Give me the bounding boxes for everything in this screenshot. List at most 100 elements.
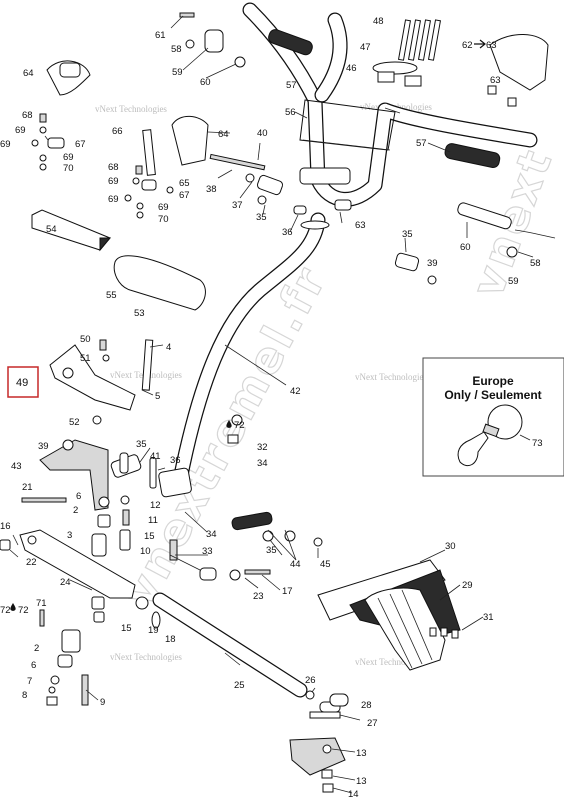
part-label: 13 [356,748,367,759]
part-label: 11 [148,515,158,526]
part-label: 27 [367,718,378,729]
part-label: 60 [200,77,211,88]
part-label: 35 [402,229,413,240]
part-label: 5 [155,391,160,402]
part-label: 68 [22,110,33,121]
part-label: 65 [179,178,190,189]
part-label: 51 [80,353,91,364]
part-label: 35 [256,212,267,223]
part-label: 66 [112,126,123,137]
part-label: 38 [206,184,217,195]
steering-column [172,212,326,488]
part-label: 63 [355,220,366,231]
arrow-reference: 62 63 [462,39,497,51]
part-label: 15 [144,531,155,542]
part-label: 31 [483,612,494,623]
part-label: 71 [36,598,47,609]
part-label: 58 [530,258,541,269]
part-label: 69 [158,202,169,213]
part-label: 54 [46,224,57,235]
part-label: 10 [140,546,151,557]
part-label: 14 [348,789,359,800]
part-label: 2 [73,505,78,516]
part-label: 59 [508,276,519,287]
part-label: 35 [136,439,147,450]
inset-title-line1: Europe [472,374,514,388]
part-label: 53 [134,308,145,319]
part-label: 67 [179,190,190,201]
part-label: 7 [27,676,32,687]
part-label: 58 [171,44,182,55]
horn-trumpet-icon [457,431,489,467]
part-label: 17 [282,586,293,597]
part-label: 57 [286,80,297,91]
part-label: 56 [285,107,296,118]
part-label: 19 [148,625,159,636]
part-label: 69 [108,194,119,205]
brand-watermark: vNext Technologies [355,372,427,382]
brackets-clamps [39,167,351,531]
part-label: 64 [23,68,34,79]
part-label: 3 [67,530,72,541]
inset-part-label: 73 [532,438,543,449]
part-label: 43 [11,461,22,472]
callout-highlight-box [7,366,39,398]
part-label: 35 [266,545,277,556]
grease-label: 72 [18,605,29,616]
spindle-bracket [289,737,346,776]
grease-label: 72 [234,420,245,431]
part-label: 64 [218,129,229,140]
part-label: 68 [108,162,119,173]
part-label: 18 [165,634,176,645]
part-label: 41 [150,451,161,462]
arrow-icon [474,39,486,49]
part-label: 34 [206,529,217,540]
part-label: 50 [80,334,91,345]
highlighted-callout: 49 [7,366,39,398]
grease-markers: 72 72 [10,420,245,616]
leader-lines [9,15,534,794]
part-label: 69 [0,139,11,150]
part-label: 55 [106,290,117,301]
part-label: 24 [60,577,71,588]
brand-watermark: vNext Technologies [110,652,182,662]
part-label: 13 [356,776,367,787]
part-label: 40 [257,128,268,139]
part-label: 42 [290,386,301,397]
part-label: 47 [360,42,371,53]
part-label: 22 [26,557,37,568]
part-label: 63 [490,75,501,86]
part-label: 37 [232,200,243,211]
part-label: 46 [346,63,357,74]
part-label: 12 [150,500,161,511]
part-label: 32 [257,442,268,453]
europe-inset: Europe Only / Seulement 73 [422,357,564,477]
part-label: 33 [202,546,213,557]
part-label: 16 [0,521,11,532]
part-label: 36 [282,227,293,238]
tie-rod [152,592,308,698]
part-label: 21 [22,482,33,493]
brand-watermark: vNext Technologies [355,657,427,667]
handlebar [242,2,538,207]
steering-arm [19,529,136,599]
part-label: 8 [22,690,27,701]
handlebar-pad [31,209,206,311]
part-label: 69 [108,176,119,187]
part-label: 72 [0,605,11,616]
part-label: 29 [462,580,473,591]
part-label: 44 [290,559,301,570]
part-label: 67 [75,139,86,150]
callout-label: 49 [16,377,28,389]
part-label: 61 [155,30,166,41]
part-label: 45 [320,559,331,570]
part-label: 52 [69,417,80,428]
part-label: 26 [305,675,316,686]
hardware [0,12,556,793]
grease-drop-icon [10,603,16,611]
part-label: 6 [76,491,81,502]
part-number-labels: 61 58 59 60 57 48 47 46 63 64 68 69 69 6… [0,16,541,800]
arrow-ref-from: 62 [462,40,473,51]
part-label: 4 [166,342,171,353]
